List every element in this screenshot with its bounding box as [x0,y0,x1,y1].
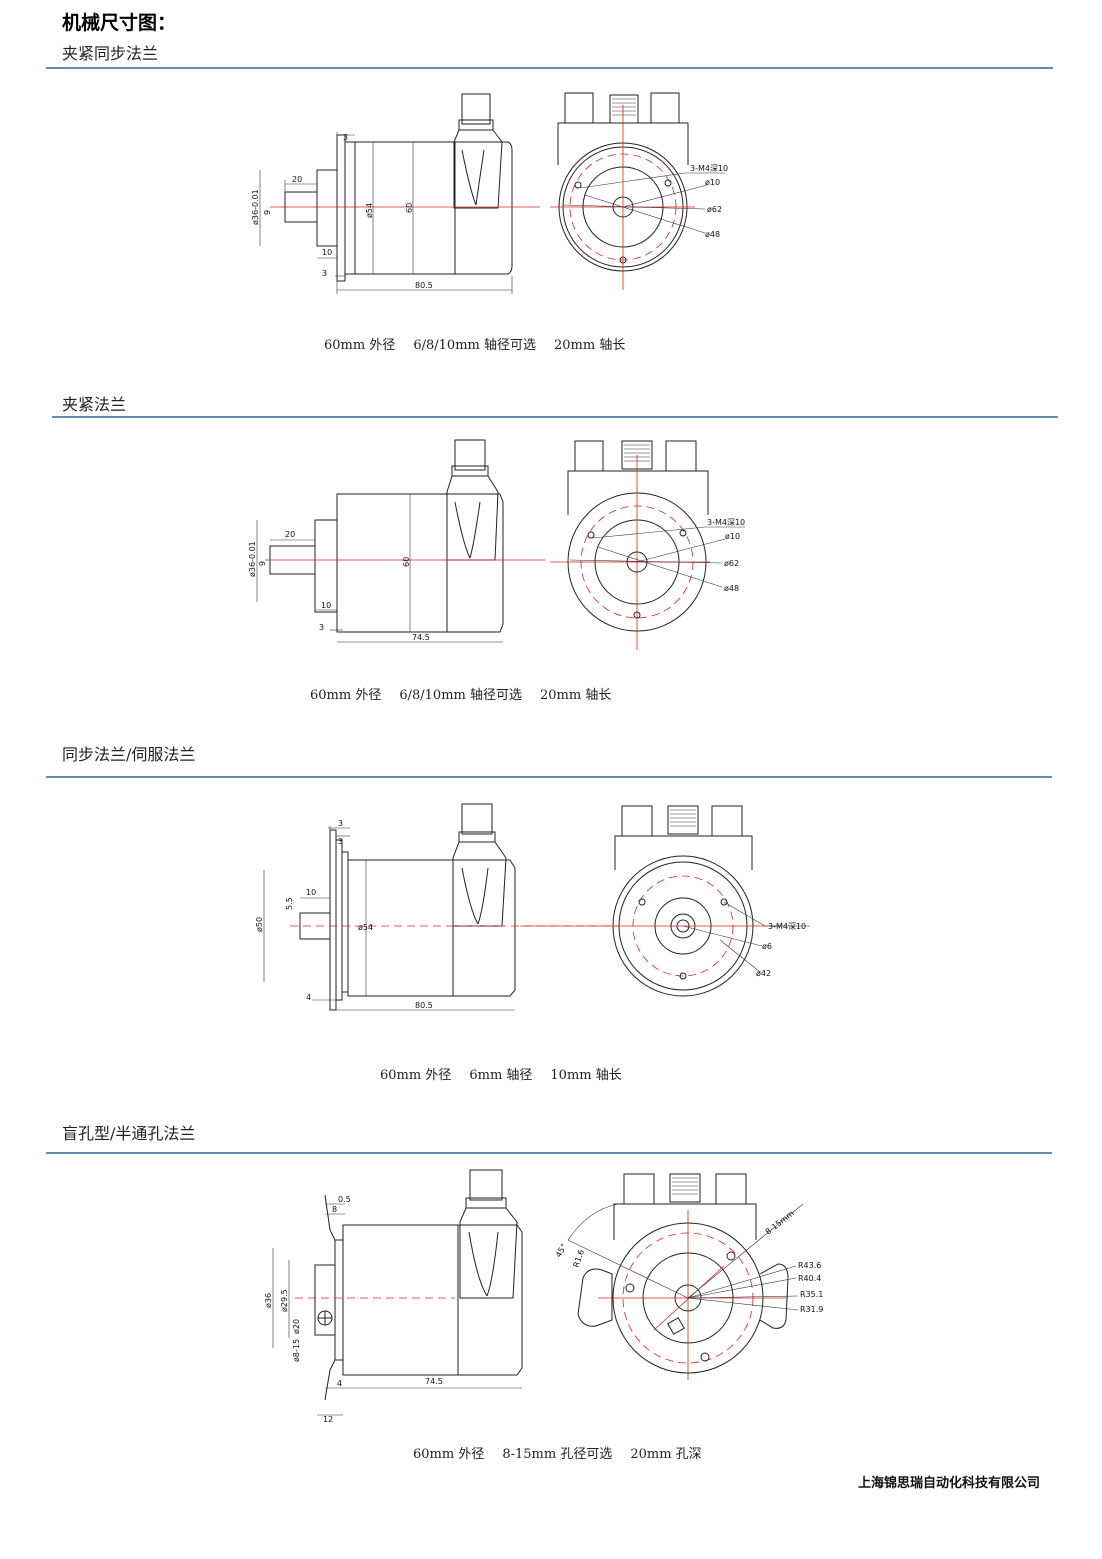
svg-text:ø6: ø6 [762,942,772,951]
svg-text:ø54: ø54 [365,203,374,218]
drawing-front-view-2: 3-M4深10 ø10 ø62 ø48 [550,440,745,650]
svg-text:ø29.5: ø29.5 [280,1289,289,1312]
svg-text:4: 4 [337,1379,342,1388]
svg-text:ø42: ø42 [756,969,771,978]
svg-text:9: 9 [263,210,272,215]
svg-text:ø62: ø62 [707,205,722,214]
section-title-blind-hole-flange: 盲孔型/半通孔法兰 [62,1124,196,1143]
section-divider [52,416,1058,418]
svg-text:3: 3 [338,837,343,846]
svg-text:3-M4深10: 3-M4深10 [690,164,728,173]
svg-text:ø48: ø48 [705,230,720,239]
svg-text:R43.6: R43.6 [798,1261,821,1270]
section-title-clamp-flange: 夹紧法兰 [62,395,127,414]
svg-text:ø8-15: ø8-15 [292,1339,301,1362]
svg-text:5.5: 5.5 [285,897,294,910]
svg-text:74.5: 74.5 [412,633,430,642]
page-title: 机械尺寸图： [62,12,177,34]
svg-text:R31.9: R31.9 [800,1305,823,1314]
drawing-side-view-4: 0.5 8 ø36 ø29.5 ø20 ø8-15 4 74.5 12 [264,1169,523,1424]
svg-text:R35.1: R35.1 [800,1290,823,1299]
svg-text:ø36: ø36 [264,1293,273,1308]
svg-text:3: 3 [343,133,348,142]
svg-text:74.5: 74.5 [425,1377,443,1386]
svg-text:ø48: ø48 [724,584,739,593]
svg-text:20: 20 [285,530,295,539]
svg-text:20: 20 [292,175,302,184]
svg-text:10: 10 [321,601,331,610]
svg-text:60: 60 [405,203,414,213]
section-title-sync-servo-flange: 同步法兰/伺服法兰 [62,745,196,764]
svg-text:3-M4深10: 3-M4深10 [768,922,806,931]
svg-text:ø20: ø20 [292,1319,301,1334]
svg-text:10: 10 [306,888,316,897]
svg-text:ø10: ø10 [705,178,720,187]
svg-text:ø10: ø10 [725,532,740,541]
svg-text:10: 10 [322,248,332,257]
svg-text:60: 60 [402,557,411,567]
svg-text:3: 3 [338,819,343,828]
drawing-front-view-3: 3-M4深10 ø6 ø42 [520,805,810,997]
svg-text:9: 9 [258,561,267,566]
svg-text:ø36-0.01: ø36-0.01 [251,189,260,225]
svg-text:4: 4 [306,993,311,1002]
svg-text:ø54: ø54 [358,923,373,932]
svg-text:8: 8 [332,1205,337,1214]
svg-text:8-15mm: 8-15mm [764,1209,796,1237]
drawing-side-view-2: 20 ø36-0.01 9 60 10 3 74.5 [248,439,545,643]
section-divider [46,67,1053,69]
svg-text:ø36-0.01: ø36-0.01 [248,541,257,577]
svg-text:3: 3 [322,269,327,278]
drawing-side-view-1: 20 ø36-0.01 9 3 ø54 60 10 3 80.5 [251,93,540,294]
drawing-front-view-4: 45° R1.6 8-15mm R43.6 R40.4 R35.1 R31.9 [554,1173,823,1380]
svg-text:80.5: 80.5 [415,1001,433,1010]
svg-text:0.5: 0.5 [338,1195,351,1204]
drawing-front-view-1: 3-M4深10 ø10 ø62 ø48 [550,92,728,290]
svg-text:R40.4: R40.4 [798,1274,821,1283]
section-title-clamp-sync-flange: 夹紧同步法兰 [62,44,159,63]
svg-text:45°: 45° [554,1242,569,1259]
company-footer: 上海锦思瑞自动化科技有限公司 [857,1476,1040,1491]
drawing-side-view-3: 3 3 10 5.5 ø50 ø54 4 80.5 [255,803,620,1011]
svg-text:R1.6: R1.6 [571,1248,586,1268]
svg-text:ø62: ø62 [724,559,739,568]
svg-text:80.5: 80.5 [415,281,433,290]
svg-text:3: 3 [319,623,324,632]
svg-text:3-M4深10: 3-M4深10 [707,518,745,527]
svg-text:ø50: ø50 [255,917,264,932]
svg-text:12: 12 [323,1415,333,1424]
section-divider [46,1152,1052,1154]
section-divider [46,776,1052,778]
